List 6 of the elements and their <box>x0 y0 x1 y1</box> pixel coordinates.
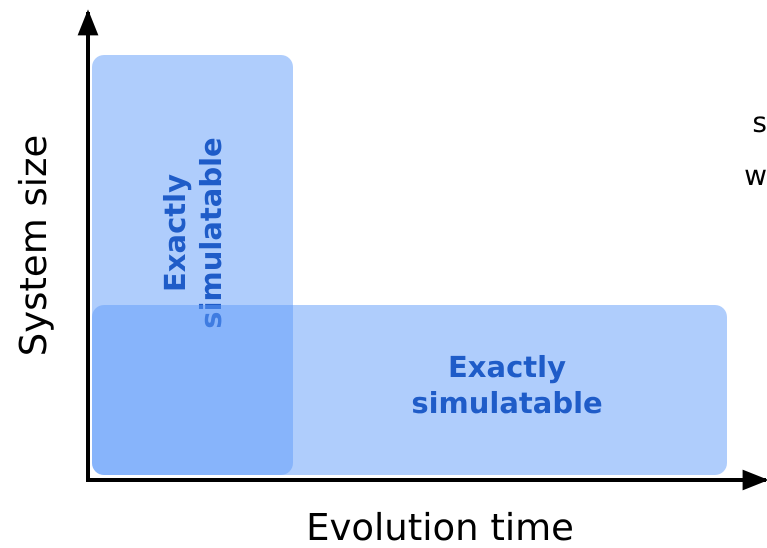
region-label: Exactly simulatable <box>156 136 228 331</box>
cut-off-text: w <box>744 158 767 192</box>
axis-title: Evolution time <box>306 506 574 548</box>
axis-title: System size <box>12 134 55 356</box>
cut-off-text: s <box>752 106 767 138</box>
region-label: Exactly simulatable <box>410 349 604 421</box>
